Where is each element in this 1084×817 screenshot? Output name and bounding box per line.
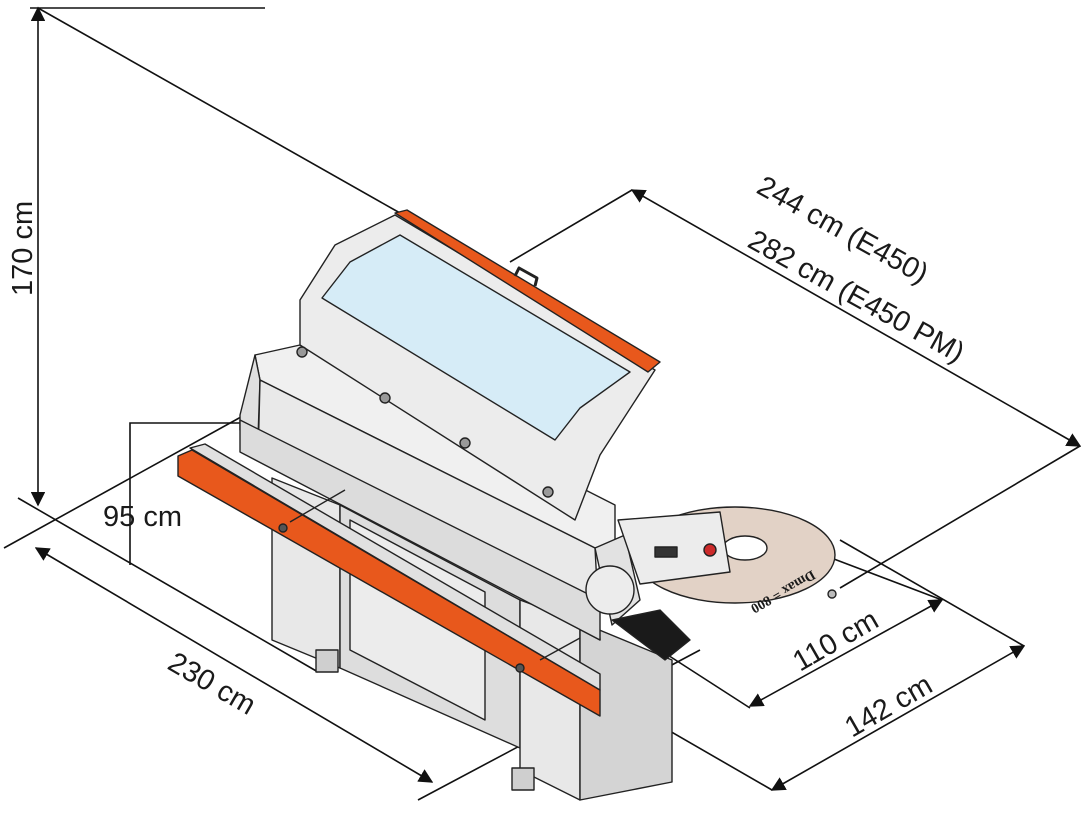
dimension-lines <box>3 6 1082 801</box>
depth-dimension-line <box>630 189 1082 447</box>
label-width-2: 142 cm <box>840 669 938 744</box>
hood-hinges <box>296 346 554 498</box>
label-height: 170 cm <box>7 201 39 296</box>
trimming-wheel <box>585 565 635 615</box>
label-length: 230 cm <box>163 646 261 721</box>
control-panel-red-button <box>703 543 717 557</box>
machine-drawing <box>177 209 837 801</box>
width-dimension-line-2 <box>770 645 1026 791</box>
control-panel-display <box>654 546 678 558</box>
label-table-height: 95 cm <box>103 501 182 533</box>
hood-glass-window <box>321 234 631 441</box>
front-orange-rail <box>177 449 601 717</box>
table-height-dimension-line <box>129 422 250 565</box>
hood-orange-stripe <box>394 209 661 373</box>
hood-handle-icon <box>513 266 539 287</box>
length-dimension-line <box>34 547 434 783</box>
label-width-1: 110 cm <box>788 604 884 678</box>
